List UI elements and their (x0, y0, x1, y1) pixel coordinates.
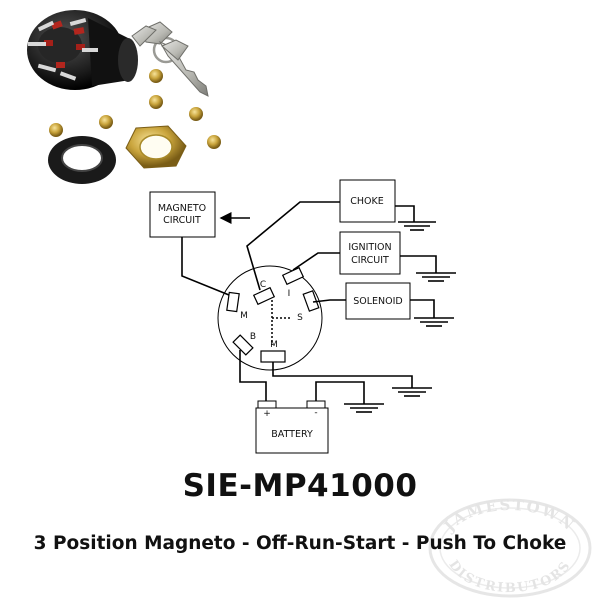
ground-battery (344, 403, 384, 413)
choke-label: CHOKE (350, 196, 384, 207)
ground-choke (398, 221, 436, 231)
hex-nut (125, 125, 187, 169)
terminal-c (252, 286, 276, 306)
pin-label-m-bottom: M (270, 340, 278, 350)
terminal-s (302, 290, 320, 312)
pin-label-i: I (288, 289, 291, 299)
wires (181, 201, 437, 404)
ground-symbols (344, 221, 456, 413)
battery-box (255, 407, 329, 454)
wiring-diagram (149, 179, 456, 454)
solenoid-box (345, 282, 411, 320)
battery-label: BATTERY (271, 429, 313, 440)
part-number: SIE-MP41000 (182, 468, 418, 504)
battery-plus-label: + (263, 409, 271, 419)
brass-fittings (49, 69, 221, 149)
keys (131, 21, 209, 97)
ignition-label-line2: CIRCUIT (351, 255, 389, 266)
rubber-bezel-nut (48, 136, 116, 184)
diagram-labels: MAGNETO CIRCUIT CHOKE IGNITION CIRCUIT S… (158, 196, 403, 440)
terminal-i (281, 266, 305, 286)
terminal-m-left (226, 291, 240, 313)
battery-minus-terminal (306, 400, 326, 409)
terminal-m-bottom (260, 350, 286, 363)
ground-solenoid (414, 317, 454, 327)
svg-text:DISTRIBUTORS: DISTRIBUTORS (445, 558, 574, 596)
pin-label-b: B (250, 332, 256, 342)
product-photo (27, 10, 221, 184)
ground-switch (392, 387, 432, 397)
terminal-b (232, 334, 254, 356)
pin-label-c: C (260, 280, 266, 290)
pin-label-m-left: M (240, 311, 248, 321)
magneto-label-line2: CIRCUIT (163, 215, 201, 226)
product-description: 3 Position Magneto - Off-Run-Start - Pus… (33, 533, 567, 554)
ignition-circuit-box (339, 231, 401, 275)
battery-plus-terminal (257, 400, 277, 409)
solenoid-label: SOLENOID (353, 296, 403, 307)
battery-minus-label: - (314, 408, 317, 418)
ground-ignition (416, 272, 456, 282)
magneto-label-line1: MAGNETO (158, 203, 206, 214)
ignition-switch-body (27, 10, 138, 90)
choke-box (339, 179, 396, 223)
pin-label-s: S (297, 313, 303, 323)
ignition-label-line1: IGNITION (348, 242, 391, 253)
